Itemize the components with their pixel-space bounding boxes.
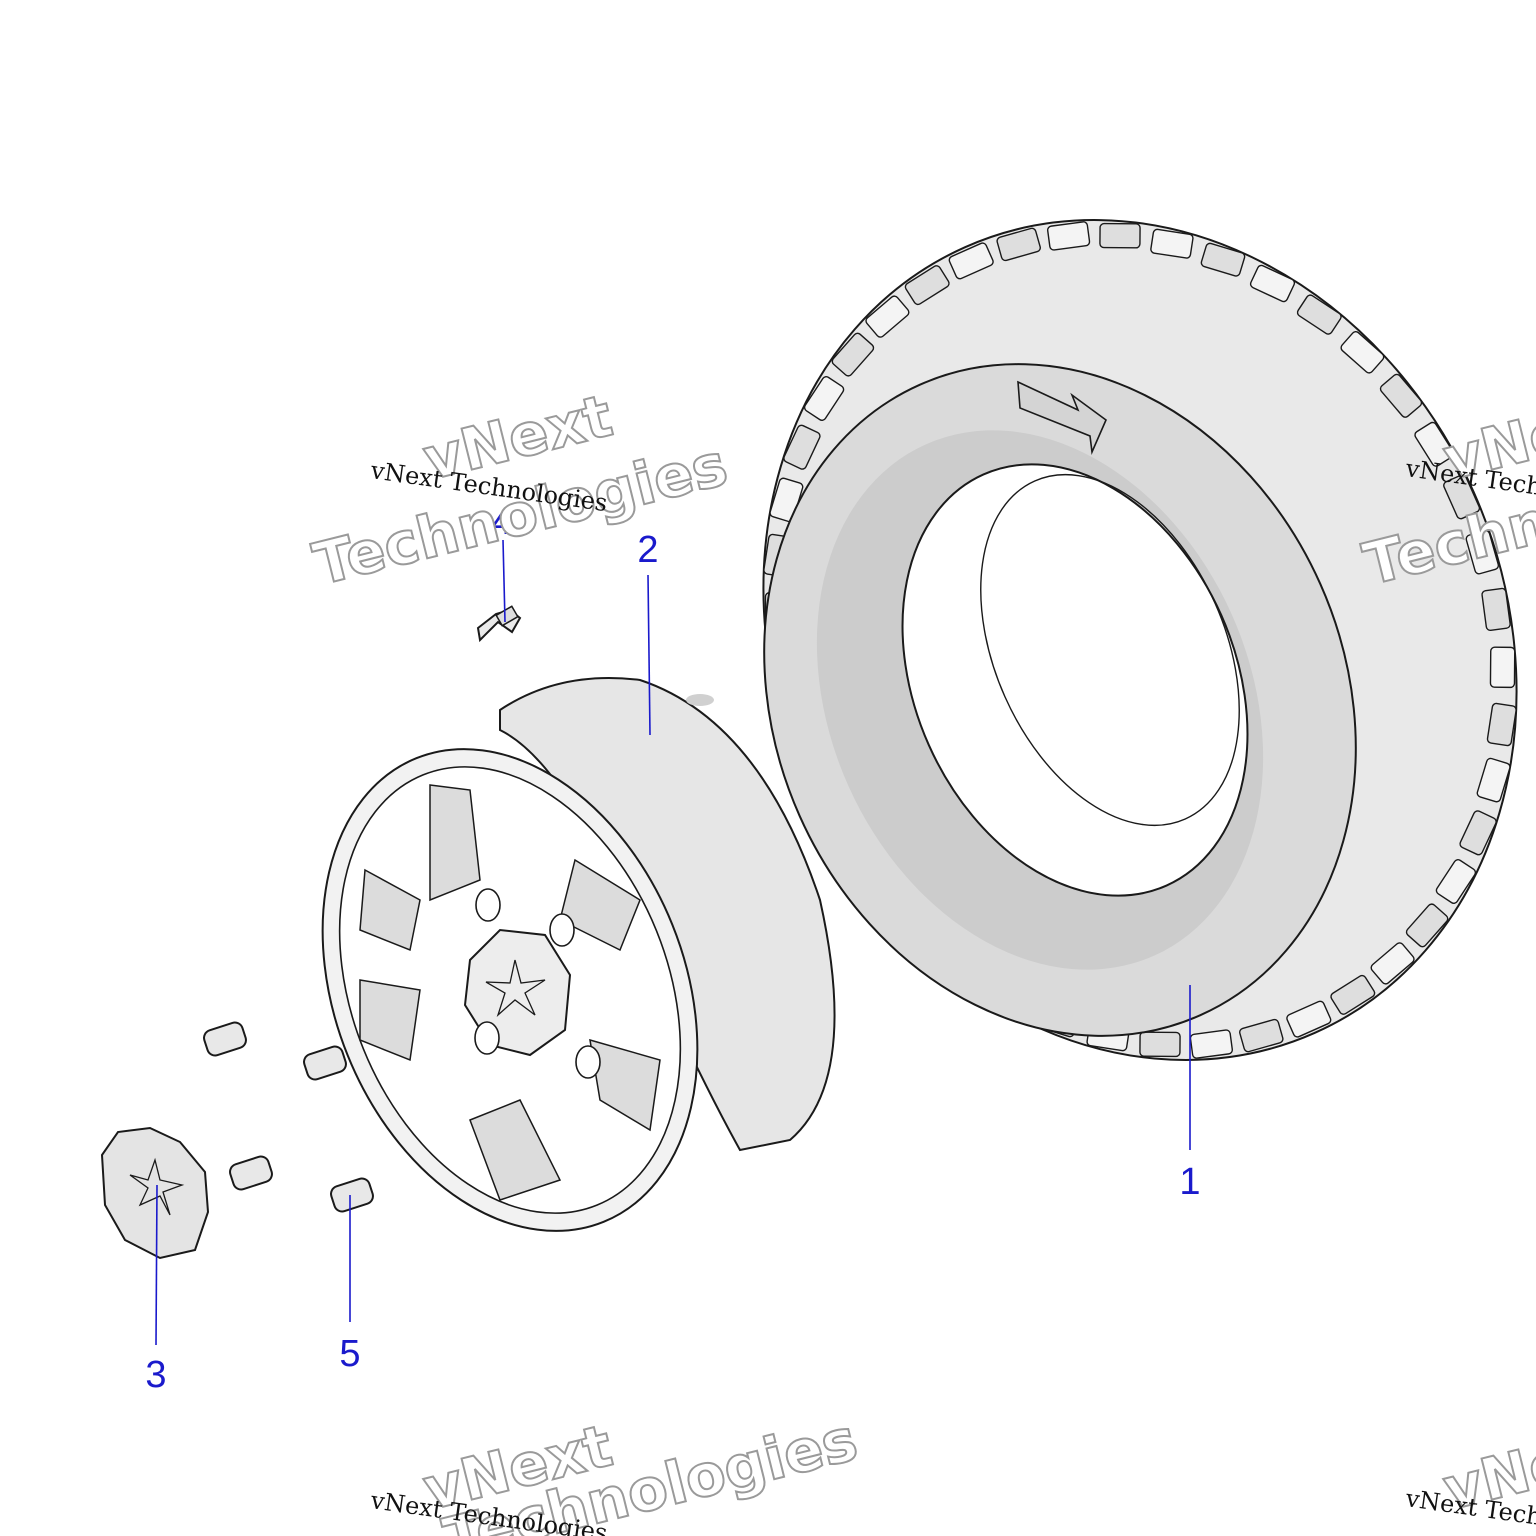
tread-block	[865, 295, 910, 338]
tread-block	[831, 332, 875, 377]
tread-block	[1405, 903, 1449, 948]
tread-block	[1435, 859, 1477, 904]
callout-3[interactable]: 3	[145, 1354, 166, 1396]
tread-block	[783, 424, 821, 470]
tread-block	[904, 265, 950, 306]
tread-block	[1379, 373, 1423, 418]
tread-block	[1459, 810, 1497, 856]
watermark-bottom-left: vNext Technologies vNext Technologies	[368, 1404, 865, 1536]
tread-block	[1139, 1031, 1181, 1058]
callout-2[interactable]: 2	[637, 529, 658, 571]
tire[interactable]	[632, 99, 1536, 1182]
star-logo-icon	[485, 959, 546, 1018]
tread-block	[1465, 529, 1500, 575]
leader-lines	[155, 539, 1191, 1346]
tread-block	[1370, 942, 1415, 985]
tread-block	[1330, 974, 1376, 1015]
tread-block	[1046, 221, 1091, 251]
tread-block	[996, 227, 1041, 262]
tread-block	[1481, 587, 1511, 632]
valve-stem[interactable]	[476, 605, 522, 643]
tread-block	[1150, 228, 1194, 259]
hub-cap[interactable]	[100, 1126, 210, 1260]
callout-5[interactable]: 5	[339, 1333, 360, 1375]
tread-block	[1200, 242, 1246, 277]
tread-block	[1476, 757, 1511, 803]
tread-block	[1189, 1029, 1234, 1059]
tread-block	[1249, 264, 1296, 303]
tread-block	[1443, 474, 1481, 520]
lug-nuts[interactable]	[202, 1020, 375, 1213]
wheel-rim[interactable]	[254, 677, 836, 1287]
tread-block	[1286, 1000, 1332, 1038]
watermark-top-left: vNext Technologies vNext Technologies	[306, 380, 735, 599]
callout-4[interactable]: 4	[491, 501, 512, 543]
rotation-arrow-icon	[1017, 380, 1107, 455]
watermark-bottom-right: vNext vNext Technologies	[1403, 1410, 1536, 1536]
tread-block	[1099, 222, 1141, 249]
tread-block	[948, 242, 994, 280]
callout-1[interactable]: 1	[1179, 1161, 1200, 1203]
tread-block	[1486, 702, 1517, 747]
tread-block	[1239, 1018, 1284, 1053]
tread-block	[1340, 331, 1385, 374]
tread-block	[1489, 646, 1516, 689]
tread-block	[803, 376, 845, 421]
tread-block	[1296, 294, 1342, 335]
star-logo-icon	[129, 1157, 185, 1216]
tread-block	[1414, 421, 1455, 467]
